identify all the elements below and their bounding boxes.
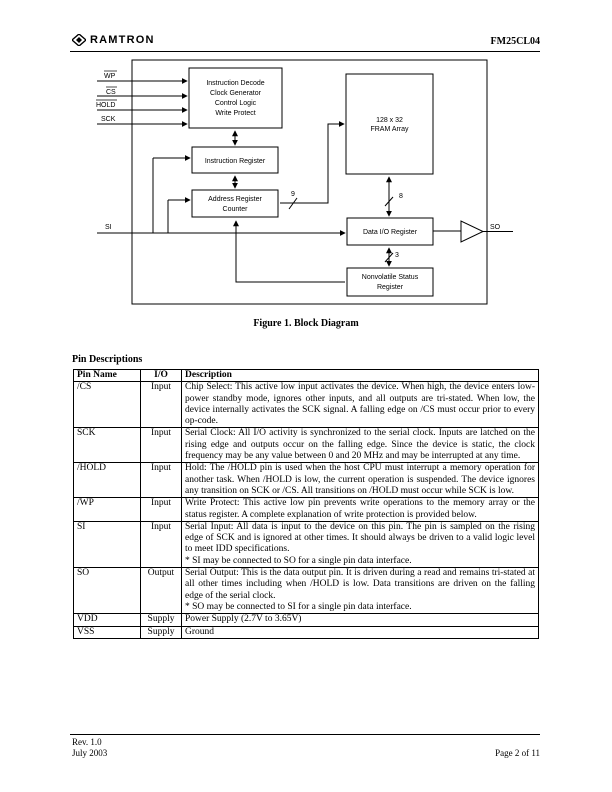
table-row: SI Input Serial Input: All data is input… (73, 520, 539, 569)
col-header-io: I/O (140, 368, 182, 383)
pin-name: /WP (73, 497, 141, 522)
ramtron-logo: RAMTRON (72, 34, 155, 46)
address-register-line-1: Address Register (208, 196, 262, 203)
pin-io: Input (140, 381, 182, 429)
status-bus-width: 3 (395, 252, 399, 259)
control-logic-line-1: Instruction Decode (206, 80, 264, 87)
status-register-block (346, 267, 434, 297)
control-logic-line-4: Write Protect (215, 110, 255, 117)
pin-name: VSS (73, 625, 141, 639)
si-label: SI (105, 224, 112, 231)
pin-description: Serial Clock: All I/O activity is synchr… (181, 427, 539, 464)
data-io-register-block (346, 217, 434, 246)
pin-io: Input (140, 497, 182, 522)
instruction-register-block (191, 146, 279, 174)
pin-io: Input (140, 520, 182, 569)
control-logic-block (188, 67, 283, 129)
company-name: RAMTRON (90, 34, 155, 46)
address-register-line-2: Counter (223, 206, 249, 213)
diagram-frame (131, 59, 488, 305)
pin-io: Input (140, 427, 182, 464)
pin-description-note: * SO may be connected to SI for a single… (185, 601, 412, 612)
status-to-addr-line (233, 220, 345, 283)
pin-name: SI (73, 520, 141, 569)
pin-io: Supply (140, 625, 182, 639)
pin-description: Hold: The /HOLD pin is used when the hos… (181, 462, 539, 499)
pin-description-table: Pin Name I/O Description /CS Input Chip … (73, 368, 539, 639)
table-row: VSS Supply Ground (73, 625, 539, 639)
pin-name: /CS (73, 381, 141, 429)
pin-name: SCK (73, 427, 141, 464)
revision: Rev. 1.0 (72, 737, 102, 747)
table-row: /WP Input Write Protect: This active low… (73, 497, 539, 522)
hold-label: HOLD (96, 102, 115, 109)
pin-description-note: * SI may be connected to SO for a single… (185, 555, 412, 566)
ramtron-logo-mark-icon (72, 34, 86, 46)
sck-label: SCK (101, 116, 116, 123)
cs-label: CS (106, 89, 116, 96)
pin-io: Output (140, 567, 182, 615)
header-rule (70, 51, 540, 52)
table-row: VDD Supply Power Supply (2.7V to 3.65V) (73, 613, 539, 627)
table-row: /CS Input Chip Select: This active low i… (73, 381, 539, 429)
control-logic-line-2: Clock Generator (210, 90, 262, 97)
pin-name: /HOLD (73, 462, 141, 499)
pin-name: VDD (73, 613, 141, 627)
address-bus-line (280, 121, 345, 204)
pin-descriptions-title: Pin Descriptions (72, 354, 143, 365)
control-logic-line-3: Control Logic (215, 100, 257, 107)
data-io-register-label: Data I/O Register (363, 229, 418, 236)
table-row: SO Output Serial Output: This is the dat… (73, 567, 539, 615)
pin-description: Serial Input: All data is input to the d… (181, 520, 539, 569)
pin-description-text: Serial Input: All data is input to the d… (185, 521, 535, 555)
fram-array-line-1: 128 x 32 (376, 117, 403, 124)
pin-name: SO (73, 567, 141, 615)
revision-date: July 2003 (72, 748, 108, 758)
table-row: SCK Input Serial Clock: All I/O activity… (73, 427, 539, 464)
address-register-block (191, 189, 279, 218)
pin-description: Serial Output: This is the data output p… (181, 567, 539, 615)
fram-array-line-2: FRAM Array (370, 126, 409, 133)
table-header-row: Pin Name I/O Description (73, 368, 539, 383)
so-label: SO (490, 224, 501, 231)
status-register-line-2: Register (377, 284, 404, 291)
pin-description: Ground (181, 625, 539, 639)
pin-description: Power Supply (2.7V to 3.65V) (181, 613, 539, 627)
page-number: Page 2 of 11 (495, 748, 540, 758)
document-id: FM25CL04 (490, 36, 540, 47)
wp-label: WP (104, 73, 116, 80)
pin-io: Input (140, 462, 182, 499)
col-header-pin-name: Pin Name (73, 368, 141, 383)
col-header-description: Description (181, 368, 539, 383)
figure-caption: Figure 1. Block Diagram (253, 318, 359, 329)
address-bus-width: 9 (291, 191, 295, 198)
footer-rule (70, 734, 540, 735)
status-register-line-1: Nonvolatile Status (362, 274, 419, 281)
pin-description: Write Protect: This active low pin preve… (181, 497, 539, 522)
data-bus-width: 8 (399, 193, 403, 200)
block-diagram: Instruction Decode Clock Generator Contr… (96, 59, 513, 305)
pin-io: Supply (140, 613, 182, 627)
table-row: /HOLD Input Hold: The /HOLD pin is used … (73, 462, 539, 499)
pin-description: Chip Select: This active low input activ… (181, 381, 539, 429)
fram-array-block (345, 73, 434, 175)
instruction-register-label: Instruction Register (205, 158, 266, 165)
output-buffer-icon (460, 220, 485, 243)
pin-description-text: Serial Output: This is the data output p… (185, 568, 535, 601)
